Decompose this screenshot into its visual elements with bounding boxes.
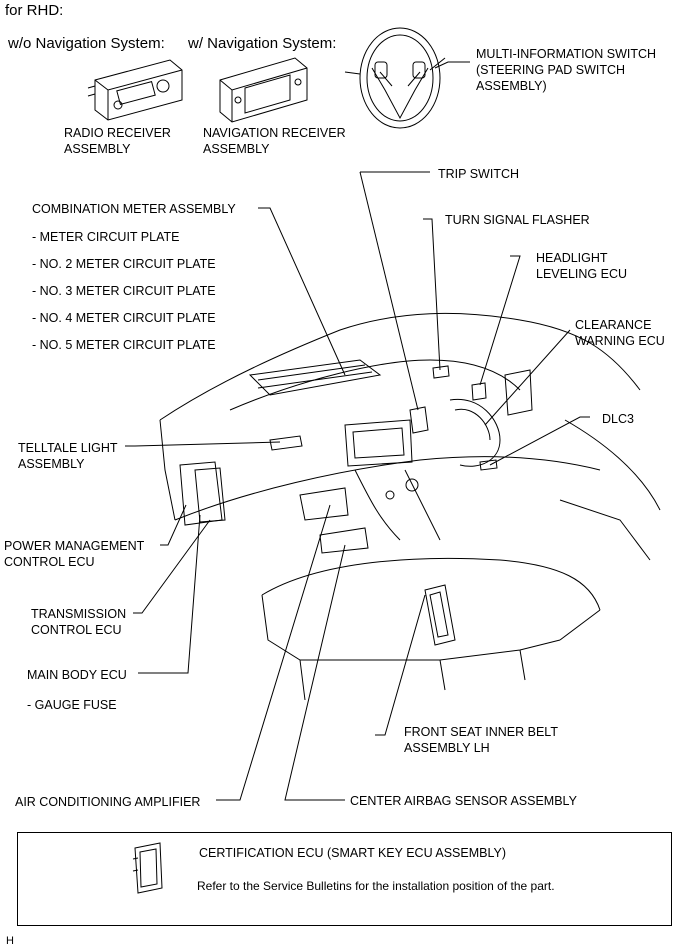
label-radio-receiver-2: ASSEMBLY <box>64 142 131 156</box>
label-trip-switch: TRIP SWITCH <box>438 167 520 181</box>
label-telltale-1: TELLTALE LIGHT <box>18 441 118 455</box>
label-navigation-receiver-2: ASSEMBLY <box>203 142 270 156</box>
navigation-receiver-drawing <box>219 57 308 123</box>
label-center-airbag-sensor: CENTER AIRBAG SENSOR ASSEMBLY <box>350 794 577 808</box>
dashboard-drawing <box>159 312 661 701</box>
label-radio-receiver-1: RADIO RECEIVER <box>64 126 171 140</box>
certification-ecu-note: Refer to the Service Bulletins for the i… <box>197 879 555 893</box>
label-meter-plate-4: - NO. 4 METER CIRCUIT PLATE <box>32 311 216 325</box>
label-dlc3: DLC3 <box>602 412 634 426</box>
label-power-management-1: POWER MANAGEMENT <box>4 539 145 553</box>
label-turn-signal-flasher: TURN SIGNAL FLASHER <box>445 213 590 227</box>
label-meter-plate-2: - NO. 2 METER CIRCUIT PLATE <box>32 257 216 271</box>
leader-multi-information <box>434 61 470 69</box>
label-front-seat-belt-1: FRONT SEAT INNER BELT <box>404 725 558 739</box>
label-multi-information-2: (STEERING PAD SWITCH <box>476 63 626 77</box>
leader-lines <box>125 171 590 801</box>
label-meter-plate-5: - NO. 5 METER CIRCUIT PLATE <box>32 338 216 352</box>
certification-ecu-title: CERTIFICATION ECU (SMART KEY ECU ASSEMBL… <box>199 846 507 860</box>
header-without-nav: w/o Navigation System: <box>8 35 165 52</box>
label-front-seat-belt-2: ASSEMBLY LH <box>404 741 490 755</box>
label-air-conditioning-amplifier: AIR CONDITIONING AMPLIFIER <box>15 795 201 809</box>
label-transmission-2: CONTROL ECU <box>31 623 122 637</box>
header-title: for RHD: <box>5 2 64 19</box>
label-power-management-2: CONTROL ECU <box>4 555 95 569</box>
certification-ecu-drawing <box>132 842 163 894</box>
header-with-nav: w/ Navigation System: <box>188 35 337 52</box>
label-headlight-2: LEVELING ECU <box>536 267 628 281</box>
label-clearance-1: CLEARANCE <box>575 318 652 332</box>
corner-mark: H <box>6 935 14 947</box>
label-clearance-2: WARNING ECU <box>575 334 665 348</box>
label-meter-plate-1: - METER CIRCUIT PLATE <box>32 230 180 244</box>
label-navigation-receiver-1: NAVIGATION RECEIVER <box>203 126 346 140</box>
label-combination-meter: COMBINATION METER ASSEMBLY <box>32 202 236 216</box>
steering-wheel-drawing <box>344 27 446 129</box>
label-telltale-2: ASSEMBLY <box>18 457 85 471</box>
label-gauge-fuse: - GAUGE FUSE <box>27 698 117 712</box>
label-multi-information-3: ASSEMBLY) <box>476 79 547 93</box>
label-transmission-1: TRANSMISSION <box>31 607 127 621</box>
label-meter-plate-3: - NO. 3 METER CIRCUIT PLATE <box>32 284 216 298</box>
label-headlight-1: HEADLIGHT <box>536 251 608 265</box>
radio-receiver-drawing <box>87 59 183 121</box>
label-multi-information-1: MULTI-INFORMATION SWITCH <box>476 47 657 61</box>
certification-ecu-box <box>17 832 672 926</box>
label-main-body-ecu: MAIN BODY ECU <box>27 668 127 682</box>
